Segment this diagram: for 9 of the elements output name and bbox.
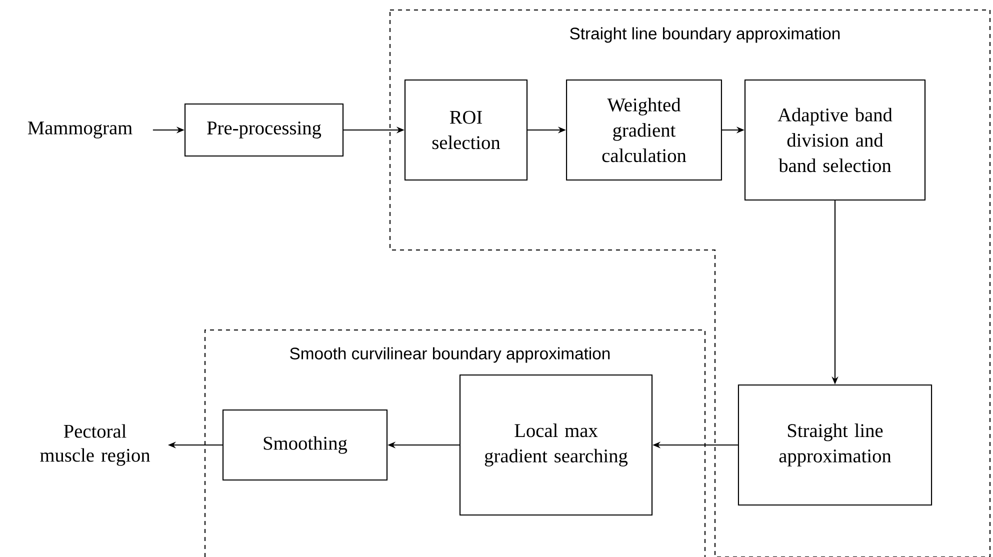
process-box: Weighted gradient calculation bbox=[566, 79, 722, 181]
process-box: Straight line approximation bbox=[738, 384, 932, 506]
process-box: Adaptive band division and band selection bbox=[744, 79, 926, 201]
text-label: Mammogram bbox=[28, 122, 132, 138]
process-box: Pre-processing bbox=[184, 103, 344, 157]
text-label: Pectoral muscle region bbox=[40, 424, 150, 466]
process-box: ROI selection bbox=[404, 79, 528, 181]
process-box: Local max gradient searching bbox=[459, 374, 653, 516]
process-box: Smoothing bbox=[222, 409, 388, 481]
